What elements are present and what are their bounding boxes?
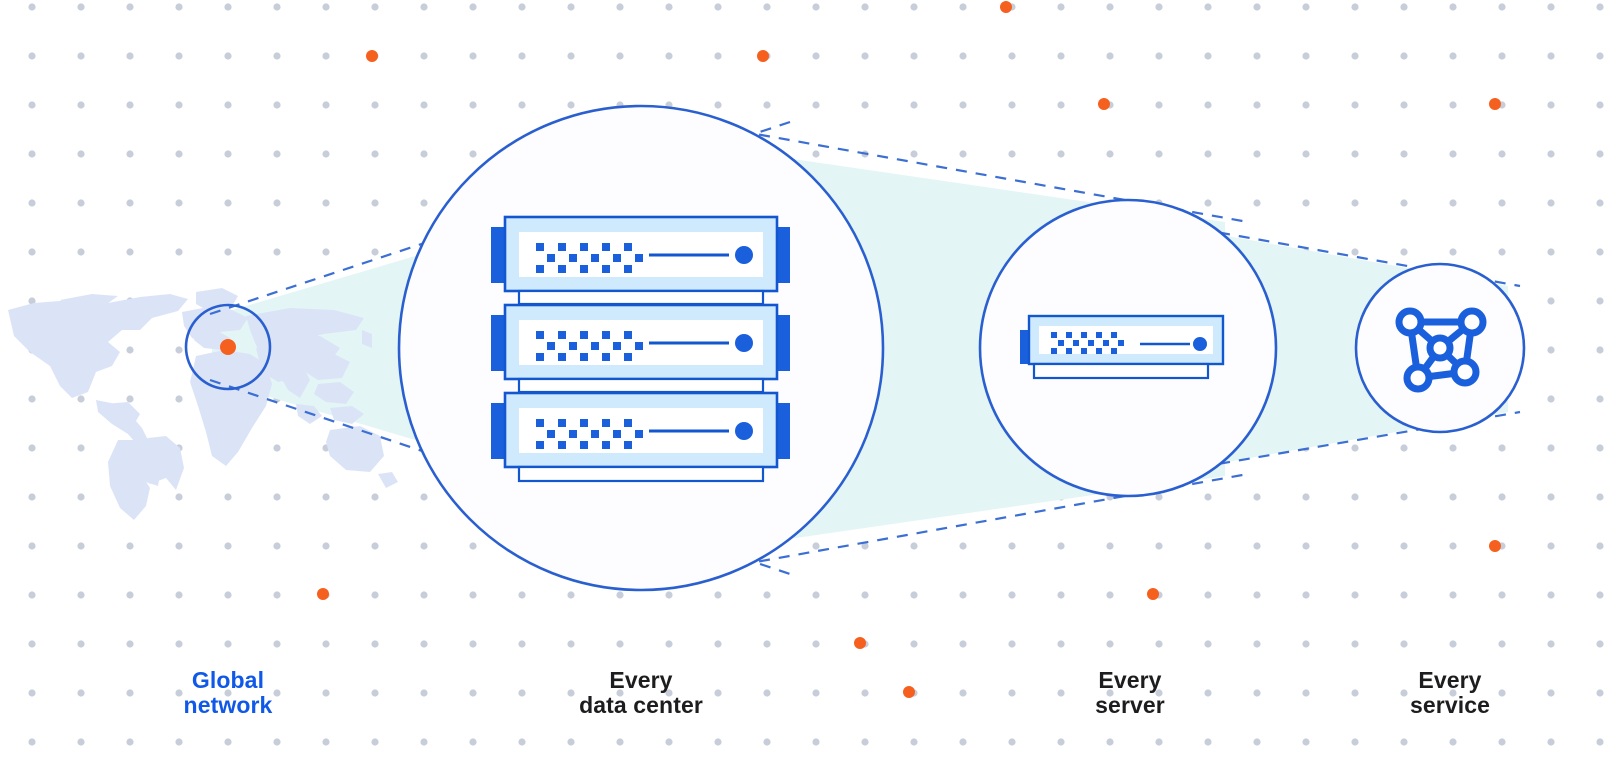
global-network-magnifier <box>184 303 272 391</box>
stage-label-service: Every service <box>1410 667 1490 718</box>
map-location-dot <box>220 339 236 355</box>
single-server-icon <box>1020 314 1225 380</box>
accent-dots <box>317 1 1501 698</box>
stage-label-data-center: Every data center <box>579 667 703 718</box>
server-rack-icon <box>491 215 790 483</box>
network-node-dots <box>1395 307 1487 393</box>
stage-label-server: Every server <box>1095 667 1165 718</box>
stage-label-global-network: Global network <box>183 667 273 718</box>
